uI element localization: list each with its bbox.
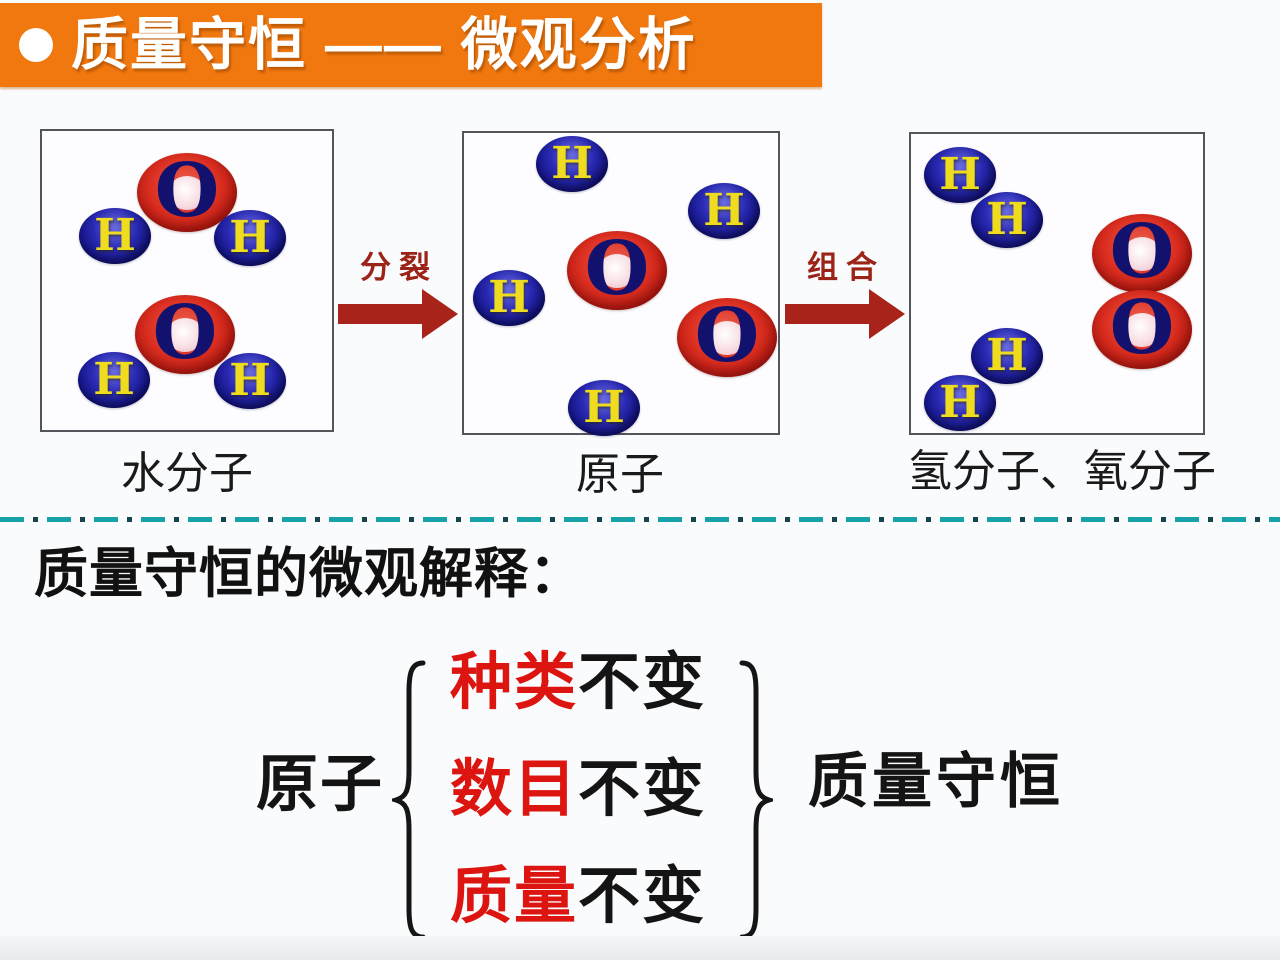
atom-symbol: H [488, 272, 530, 323]
atoms-box-caption: 原子 [576, 450, 664, 499]
split-arrow-group: 分裂 [337, 252, 461, 341]
oxygen-atom: O [1092, 214, 1192, 293]
brace-result: 质量守恒 [808, 748, 1064, 815]
atom-symbol: H [551, 138, 593, 189]
atom-symbol: H [939, 377, 981, 428]
atom-symbol: O [1109, 208, 1175, 295]
atom-core [166, 317, 204, 352]
footer-strip [0, 936, 1280, 960]
brace-item-kind: 种类不变 [450, 652, 706, 714]
brace-item-highlight: 数目 [450, 755, 579, 824]
product-box-caption: 氢分子、氧分子 [908, 447, 1216, 496]
hydrogen-atom: H [688, 183, 760, 239]
brace-item-rest: 不变 [578, 755, 707, 824]
atom-symbol: O [152, 289, 218, 376]
combine-arrow-group: 组合 [784, 252, 908, 341]
atom-symbol: H [229, 355, 271, 406]
hydrogen-atom: H [214, 210, 286, 266]
section-divider [0, 517, 1280, 522]
hydrogen-atom: H [536, 136, 608, 192]
atom-symbol: O [694, 292, 760, 379]
atom-symbol: H [986, 194, 1028, 245]
hydrogen-atom: H [924, 147, 996, 203]
atom-core [1123, 236, 1161, 271]
brace-item-number: 数目不变 [450, 759, 706, 821]
water-molecules-box: O H H O H H [40, 129, 334, 432]
atom-symbol: H [229, 212, 271, 263]
hydrogen-atom: H [971, 328, 1043, 384]
hydrogen-atom: H [924, 375, 996, 431]
right-brace [739, 660, 773, 940]
atom-core [1123, 312, 1161, 347]
right-arrow-icon [338, 289, 458, 339]
explanation-heading: 质量守恒的微观解释： [34, 544, 584, 604]
hydrogen-atom: H [78, 352, 150, 408]
atom-symbol: O [154, 147, 220, 234]
hydrogen-atom: H [971, 192, 1043, 248]
atom-symbol: H [583, 382, 625, 433]
hydrogen-atom: H [79, 208, 151, 264]
brace-item-highlight: 质量 [450, 862, 579, 931]
oxygen-atom: O [137, 153, 237, 232]
combine-arrow-label: 组合 [807, 250, 885, 285]
atom-symbol: O [584, 225, 650, 312]
atom-symbol: O [1109, 284, 1175, 371]
hydrogen-atom: H [568, 380, 640, 436]
split-arrow-label: 分裂 [360, 250, 438, 285]
oxygen-atom: O [135, 295, 235, 374]
brace-item-rest: 不变 [578, 862, 707, 931]
hydrogen-atom: H [214, 353, 286, 409]
brace-subject: 原子 [256, 750, 385, 819]
brace-item-highlight: 种类 [450, 648, 579, 717]
brace-item-rest: 不变 [578, 648, 707, 717]
left-brace [392, 660, 426, 940]
atom-core [168, 175, 206, 210]
atom-symbol: H [939, 149, 981, 200]
water-box-caption: 水分子 [121, 449, 253, 498]
atom-symbol: H [986, 330, 1028, 381]
atom-core [598, 253, 636, 288]
product-molecules-box: H H O O H H [909, 132, 1205, 435]
oxygen-atom: O [677, 298, 777, 377]
bullet-icon [19, 28, 53, 62]
oxygen-atom: O [1092, 290, 1192, 369]
hydrogen-atom: H [473, 270, 545, 326]
atom-symbol: H [94, 210, 136, 261]
atoms-box: H H O H O H [462, 131, 780, 436]
brace-item-mass: 质量不变 [450, 866, 706, 928]
atom-symbol: H [93, 354, 135, 405]
right-arrow-icon [785, 289, 905, 339]
oxygen-atom: O [567, 231, 667, 310]
page-title: 质量守恒 —— 微观分析 [71, 12, 697, 77]
title-banner: 质量守恒 —— 微观分析 [0, 3, 822, 87]
atom-symbol: H [703, 185, 745, 236]
atom-core [708, 320, 746, 355]
